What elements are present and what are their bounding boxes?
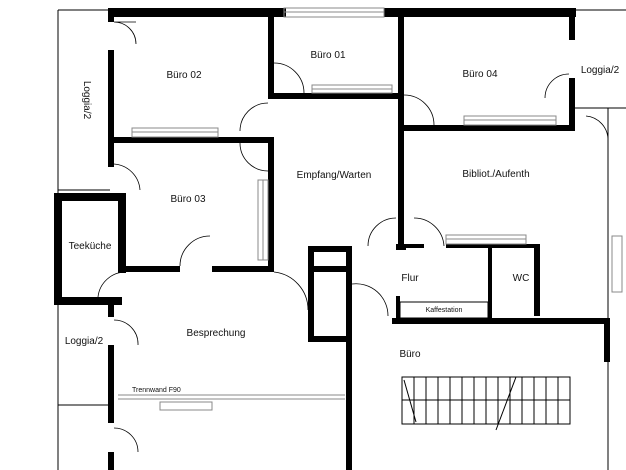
- doors: [97, 21, 609, 453]
- label-flur: Flur: [401, 273, 419, 284]
- label-trennwand: Trennwand F90: [132, 387, 181, 394]
- label-buero-02: Büro 02: [166, 70, 201, 81]
- room-labels: Loggia/2 Büro 02 Büro 01 Büro 04 Loggia/…: [65, 50, 620, 394]
- label-loggia-right: Loggia/2: [581, 65, 620, 76]
- label-loggia-left-top: Loggia/2: [81, 81, 92, 120]
- label-bibliothek: Bibliot./Aufenth: [462, 169, 529, 180]
- staircase: [401, 376, 571, 431]
- label-kaffeestation: Kaffestation: [426, 307, 463, 314]
- windows: [131, 7, 623, 411]
- label-besprechung: Besprechung: [187, 328, 246, 339]
- walls: [54, 8, 610, 470]
- label-buero-04: Büro 04: [462, 69, 497, 80]
- label-loggia-left-bottom: Loggia/2: [65, 336, 104, 347]
- label-empfang: Empfang/Warten: [297, 170, 372, 181]
- label-wc: WC: [513, 273, 530, 284]
- label-buero-01: Büro 01: [310, 50, 345, 61]
- facade-thin-lines: [57, 9, 626, 470]
- label-teekueche: Teeküche: [69, 241, 112, 252]
- label-buero-03: Büro 03: [170, 194, 205, 205]
- label-buero-main: Büro: [399, 349, 421, 360]
